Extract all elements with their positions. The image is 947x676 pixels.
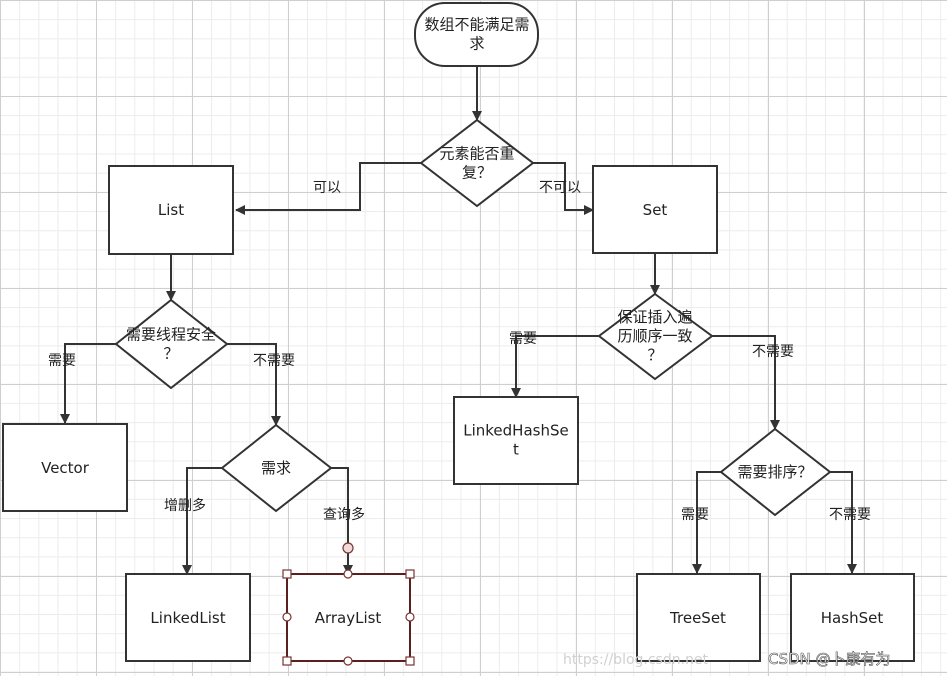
- node-treeset-label: TreeSet: [669, 609, 726, 627]
- node-vector-label: Vector: [41, 459, 90, 477]
- edge-order-linkedhashset: [511, 335, 599, 398]
- node-start: 数组不能满足需求: [414, 2, 539, 67]
- node-treeset: TreeSet: [636, 573, 761, 662]
- node-vector: Vector: [2, 423, 128, 512]
- node-start-label: 数组不能满足需求: [424, 16, 529, 53]
- watermark-brand: CSDN @卜康有为: [768, 650, 891, 668]
- edge-label-noneed1: 不需要: [253, 353, 295, 369]
- edge-label-need3: 需要: [681, 507, 709, 523]
- connectors: [60, 66, 857, 575]
- edge-need-linkedlist: [182, 467, 222, 575]
- node-list-label: List: [158, 201, 184, 219]
- edge-label-need1: 需要: [48, 353, 76, 369]
- edge-need-arraylist: [331, 467, 353, 575]
- edge-labels: 可以 不可以 需要 不需要 增删多 查询多 需要 不需要 需要 不需要: [48, 180, 871, 523]
- edge-label-add-del: 增删多: [164, 497, 206, 514]
- decision-order: 保证插入遍历顺序一致？: [597, 292, 714, 381]
- node-linkedlist: LinkedList: [125, 573, 251, 662]
- decision-sort: 需要排序？: [719, 427, 832, 517]
- node-arraylist-label: ArrayList: [315, 609, 382, 627]
- edge-sort-hashset: [830, 471, 857, 574]
- selection-handles[interactable]: [282, 542, 415, 666]
- decision-repeat-label: 元素能否重复？: [439, 145, 514, 182]
- edge-thread-need: [227, 343, 281, 426]
- node-hashset: HashSet: [790, 573, 915, 662]
- edge-label-cannot: 不可以: [539, 180, 581, 196]
- node-set-label: Set: [643, 201, 668, 219]
- edge-label-query: 查询多: [323, 506, 365, 523]
- decision-need: 需求: [220, 423, 333, 513]
- edge-repeat-set: [533, 162, 594, 215]
- decision-need-label: 需求: [261, 459, 291, 477]
- edge-label-need2: 需要: [509, 331, 537, 347]
- edge-thread-vector: [60, 343, 116, 424]
- edge-label-noneed3: 不需要: [829, 507, 871, 523]
- decision-sort-label: 需要排序？: [737, 463, 812, 481]
- node-arraylist[interactable]: ArrayList: [282, 542, 415, 666]
- watermark-url: https://blog.csdn.net: [563, 652, 709, 668]
- decision-order-label: 保证插入遍历顺序一致？: [617, 308, 692, 364]
- watermark: https://blog.csdn.net CSDN @卜康有为: [563, 650, 891, 669]
- node-list: List: [108, 165, 234, 255]
- edge-repeat-list: [235, 162, 421, 215]
- edge-label-can: 可以: [313, 180, 341, 196]
- edge-sort-treeset: [692, 471, 721, 574]
- decision-repeat: 元素能否重复？: [419, 118, 535, 208]
- node-set: Set: [592, 165, 718, 254]
- edge-order-sort: [712, 335, 780, 430]
- decision-thread: 需要线程安全？: [114, 298, 229, 390]
- decision-thread-label: 需要线程安全？: [126, 326, 216, 363]
- node-linkedlist-label: LinkedList: [150, 609, 225, 627]
- node-hashset-label: HashSet: [821, 609, 884, 627]
- edge-label-noneed2: 不需要: [752, 344, 794, 360]
